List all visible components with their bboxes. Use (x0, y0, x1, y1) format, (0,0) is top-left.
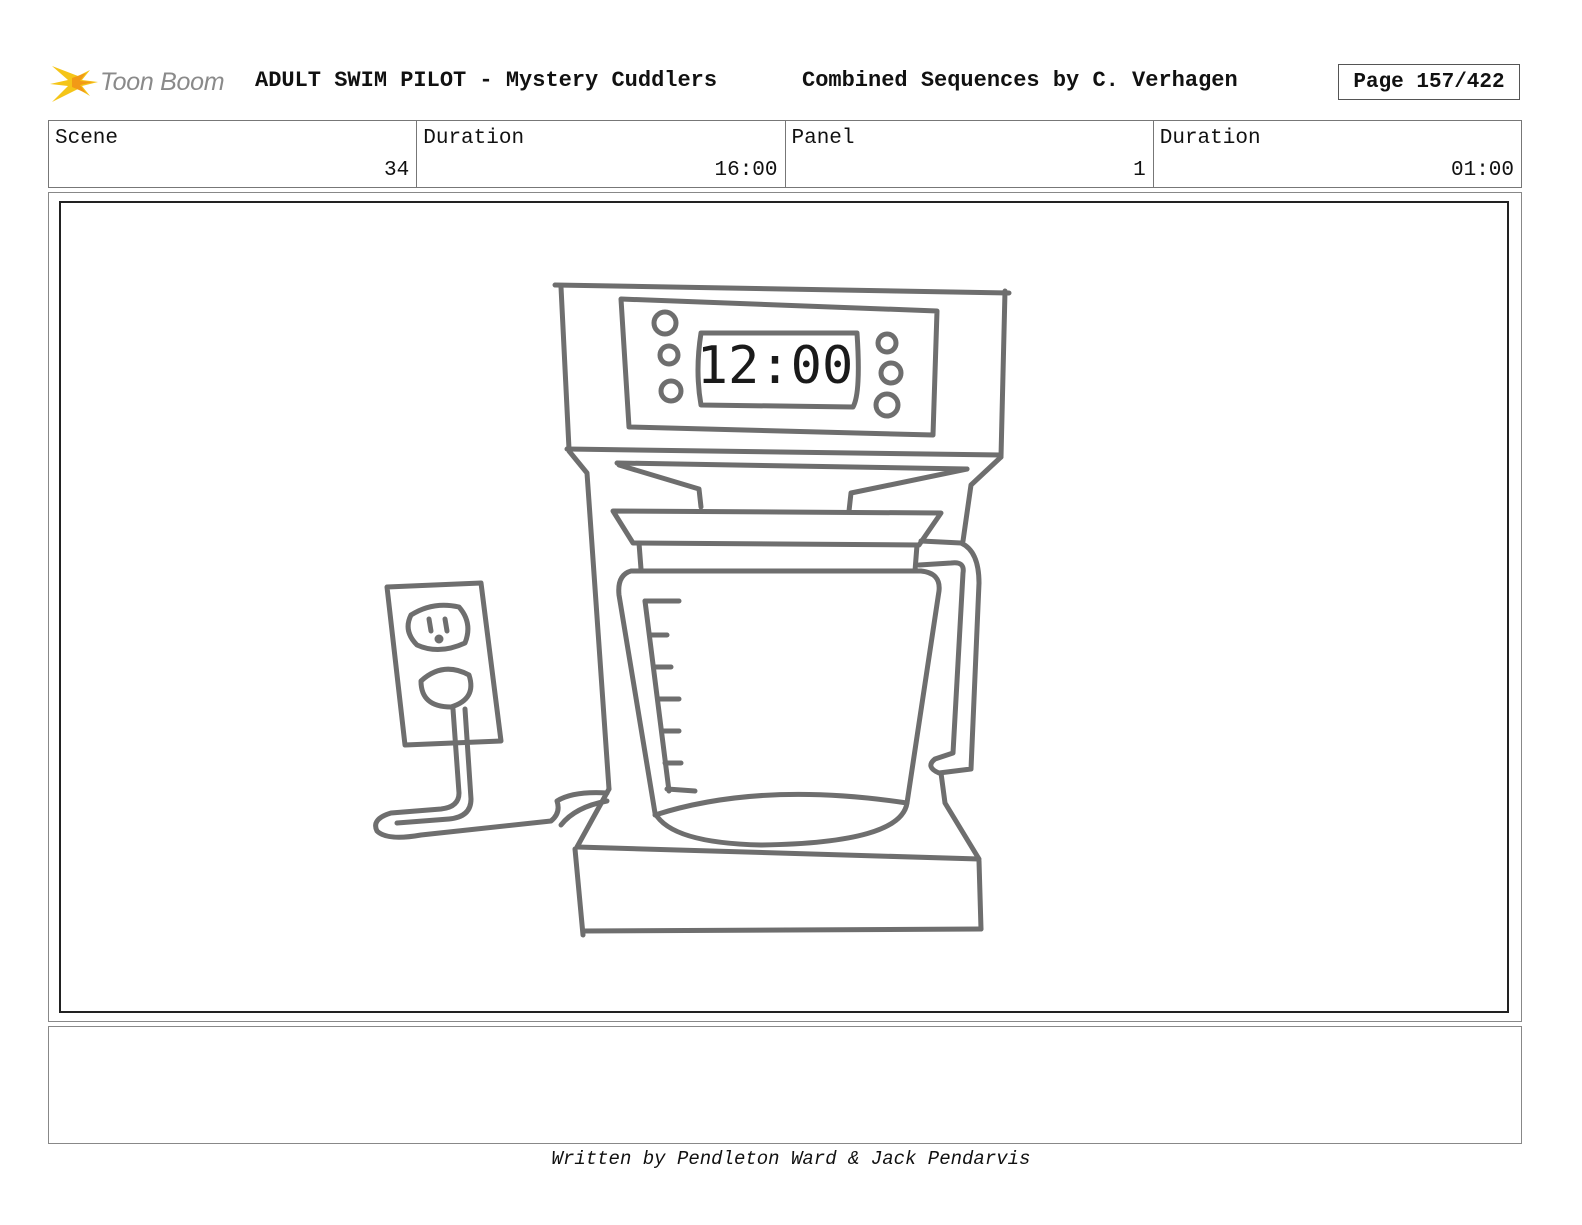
panel-cell: Panel 1 (786, 121, 1154, 187)
scene-label: Scene (55, 127, 119, 150)
logo-text: Toon Boom (100, 67, 225, 96)
panel-duration-value: 01:00 (1450, 159, 1514, 182)
coffee-maker-sketch: 12:00 (373, 282, 1012, 938)
scene-cell: Scene 34 (49, 121, 418, 187)
starburst-icon (50, 66, 98, 102)
panel-duration-cell: Duration 01:00 (1154, 121, 1521, 187)
scene-info-table: Scene 34 Duration 16:00 Panel 1 Duration… (48, 120, 1522, 188)
storyboard-panel-frame: 12:00 (48, 192, 1522, 1022)
page-number: Page 157/422 (1338, 64, 1520, 100)
page-header: Toon Boom ADULT SWIM PILOT - Mystery Cud… (50, 56, 1530, 108)
power-cord-drawing (373, 706, 610, 840)
panel-notes-box (48, 1026, 1522, 1144)
scene-duration-value: 16:00 (714, 159, 778, 182)
coffee-maker-top-drawing (552, 282, 1012, 460)
toon-boom-logo: Toon Boom (50, 56, 240, 108)
scene-value: 34 (384, 159, 410, 182)
panel-label: Panel (791, 127, 855, 150)
scene-duration-cell: Duration 16:00 (417, 121, 786, 187)
control-buttons-drawing (651, 309, 904, 419)
scene-duration-label: Duration (423, 127, 525, 150)
panel-duration-label: Duration (1159, 127, 1261, 150)
writer-credit: Written by Pendleton Ward & Jack Pendarv… (551, 1148, 1031, 1170)
panel-value: 1 (1133, 159, 1146, 182)
production-title: ADULT SWIM PILOT - Mystery Cuddlers (255, 68, 718, 93)
storyboard-panel: 12:00 (59, 201, 1509, 1013)
wall-outlet-drawing (384, 580, 504, 748)
coffee-maker-body-drawing (566, 448, 1004, 938)
clock-display: 12:00 (697, 336, 854, 396)
sequence-credit: Combined Sequences by C. Verhagen (802, 68, 1238, 93)
